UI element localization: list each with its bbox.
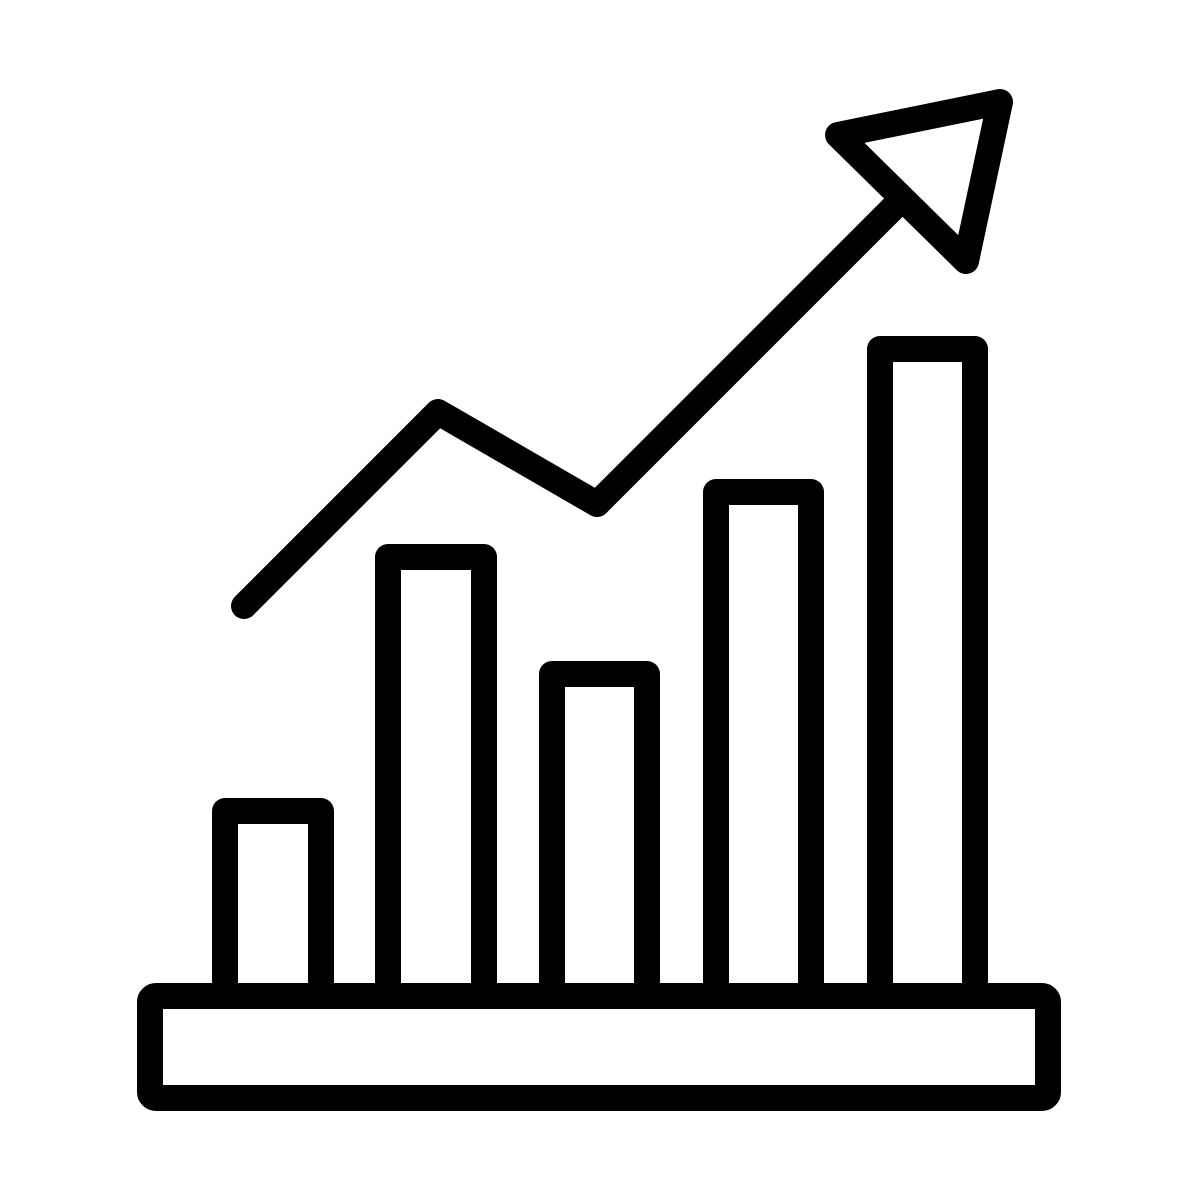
bar-5: [867, 336, 988, 1009]
bar-2: [375, 544, 497, 1009]
base-platform: [137, 983, 1061, 1111]
bar-3: [539, 661, 660, 1009]
icon-strokes: [137, 89, 1061, 1111]
trend-line: [231, 195, 906, 619]
bar-4: [703, 479, 824, 1009]
arrow-head-icon: [825, 89, 1013, 274]
bar-1: [212, 798, 334, 1009]
